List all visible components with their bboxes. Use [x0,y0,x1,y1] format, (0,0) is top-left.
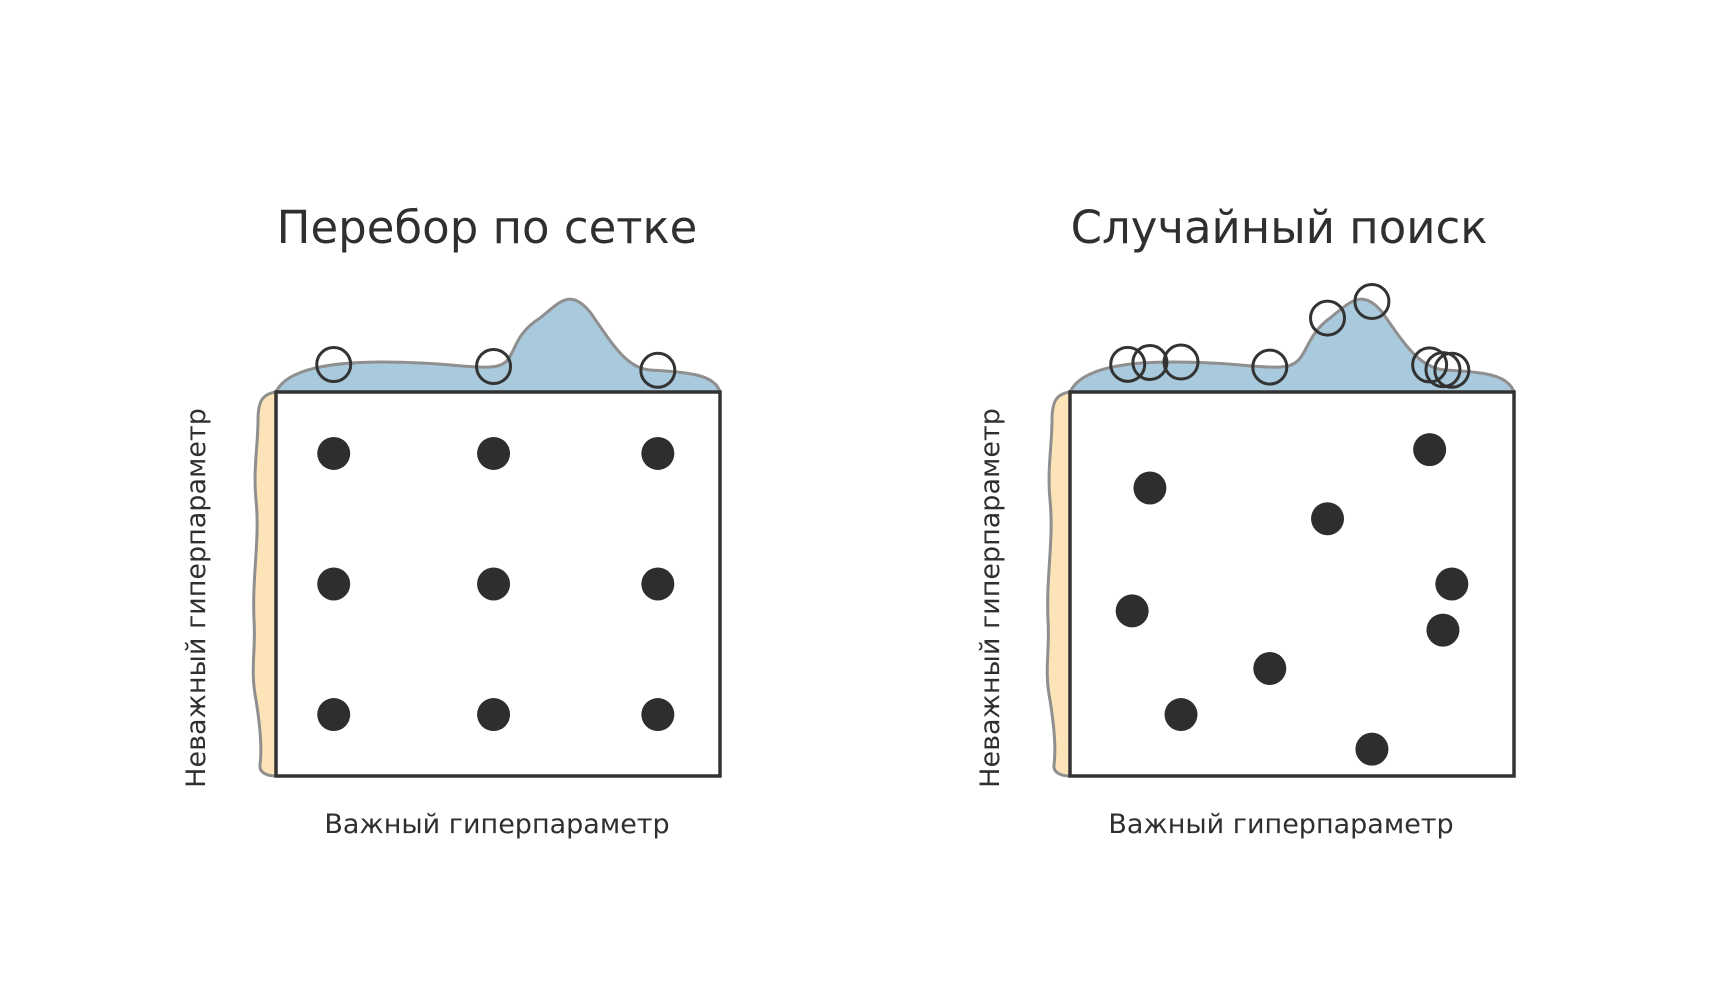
density-sample-marker [475,347,513,385]
density-sample-marker [1353,282,1391,320]
random-sample-markers [1109,282,1471,389]
random-x-axis-label: Важный гиперпараметр [1108,809,1453,840]
sample-point [1164,698,1198,732]
sample-point [641,436,675,470]
sample-point [641,698,675,732]
sample-point [477,698,511,732]
density-sample-marker [1309,299,1347,337]
density-sample-marker [1251,348,1289,386]
density-sample-marker [1424,351,1462,389]
sample-point [477,567,511,601]
sample-point [1413,433,1447,467]
sample-point [1435,567,1469,601]
grid-search-panel: Перебор по сетке Важный гиперпараметр Не… [181,201,722,840]
grid-side-density [251,390,278,778]
density-sample-marker [1131,343,1169,381]
grid-sample-markers [315,346,677,389]
sample-point [477,436,511,470]
random-side-density [1045,390,1072,778]
density-sample-marker [1162,343,1200,381]
grid-points [317,436,675,732]
sample-point [1311,502,1345,536]
density-sample-marker [315,346,353,384]
sample-point [1115,594,1149,628]
random-points [1115,433,1469,766]
density-sample-marker [639,351,677,389]
grid-y-axis-label: Неважный гиперпараметр [181,408,212,788]
sample-point [1426,613,1460,647]
sample-point [1355,732,1389,766]
grid-search-title: Перебор по сетке [277,201,698,254]
grid-x-axis-label: Важный гиперпараметр [324,809,669,840]
density-sample-marker [1109,345,1147,383]
random-search-panel: Случайный поиск Важный гиперпараметр Нев… [975,201,1516,840]
random-y-axis-label: Неважный гиперпараметр [975,408,1006,788]
sample-point [317,698,351,732]
sample-point [641,567,675,601]
grid-top-density [274,297,722,394]
density-sample-marker [1433,351,1471,389]
sample-point [1133,471,1167,505]
sample-point [317,436,351,470]
random-search-title: Случайный поиск [1071,201,1488,254]
sample-point [317,567,351,601]
sample-point [1253,651,1287,685]
